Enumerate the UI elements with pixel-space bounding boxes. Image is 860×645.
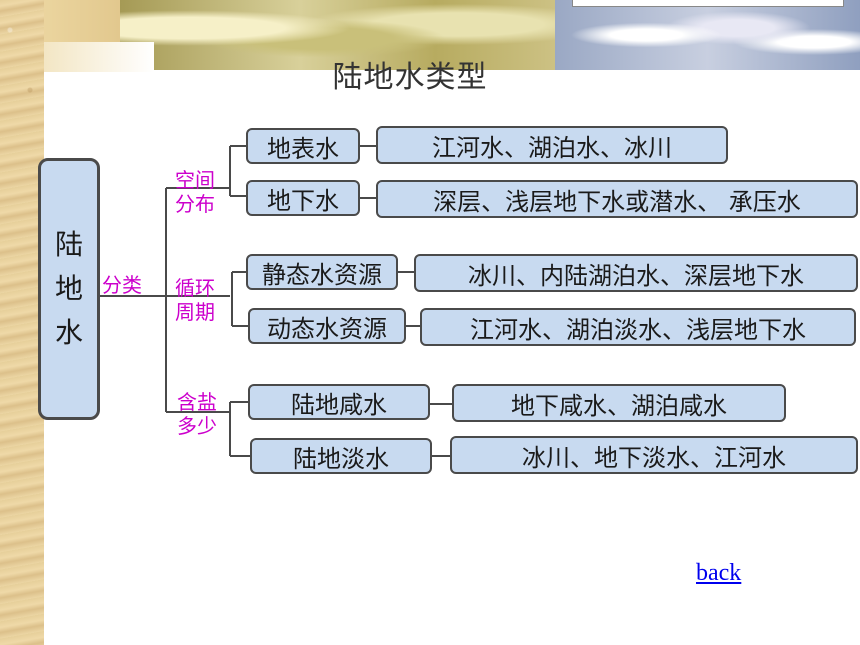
node-land-fresh-water: 陆地淡水 (250, 438, 432, 474)
paper-texture-strip (0, 0, 44, 645)
page-title: 陆地水类型 (332, 60, 488, 95)
desc-ground-water: 深层、浅层地下水或潜水、 承压水 (376, 180, 858, 218)
desc-land-fresh-water: 冰川、地下淡水、江河水 (450, 436, 858, 474)
root-node-land-water: 陆 地 水 (38, 158, 100, 420)
classify-label: 分类 (102, 273, 142, 297)
desc-land-salt-water: 地下咸水、湖泊咸水 (452, 384, 786, 422)
back-link[interactable]: back (696, 560, 742, 586)
node-ground-water: 地下水 (246, 180, 360, 216)
banner-photo (120, 0, 570, 70)
root-char: 陆 (54, 228, 83, 261)
desc-surface-water: 江河水、湖泊水、冰川 (376, 126, 728, 164)
banner-photo-right (555, 0, 860, 70)
banner-frame (572, 0, 844, 7)
root-char: 水 (54, 316, 83, 349)
desc-static-water-resource: 冰川、内陆湖泊水、深层地下水 (414, 254, 858, 292)
group-label-cycle: 循环 周期 (175, 276, 215, 324)
group-label-space: 空间 分布 (175, 168, 215, 216)
node-surface-water: 地表水 (246, 128, 360, 164)
banner-fade (44, 42, 154, 72)
root-char: 地 (54, 272, 83, 305)
node-static-water-resource: 静态水资源 (246, 254, 398, 290)
desc-dynamic-water-resource: 江河水、湖泊淡水、浅层地下水 (420, 308, 856, 346)
node-land-salt-water: 陆地咸水 (248, 384, 430, 420)
group-label-salinity: 含盐 多少 (177, 390, 217, 438)
node-dynamic-water-resource: 动态水资源 (248, 308, 406, 344)
